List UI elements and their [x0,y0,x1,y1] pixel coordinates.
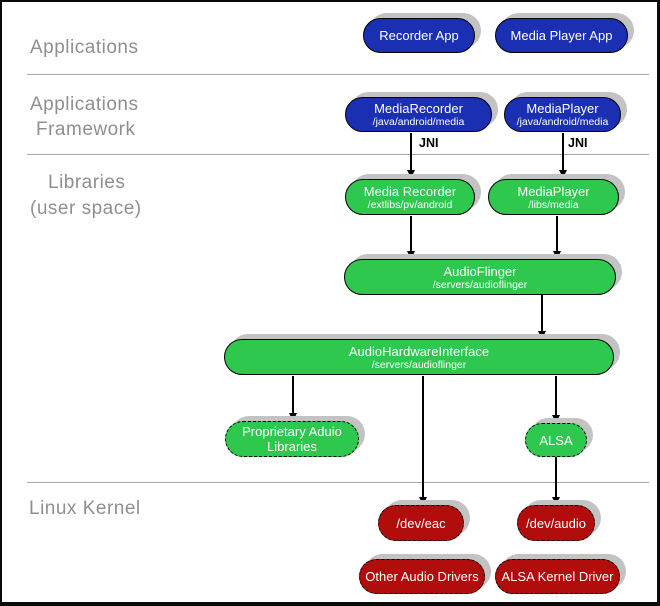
layer-label-libraries-line2: (user space) [30,198,142,219]
layer-label-framework-line2: Framework [36,119,136,140]
dev-audio-label: /dev/audio [526,515,586,531]
layer-label-applications: Applications [30,37,139,58]
layer-label-framework-line1: Applications [30,94,139,115]
alsa-label: ALSA [539,432,573,448]
arrow-ahi-alsa [555,376,557,423]
dev-audio-node: /dev/audio [517,505,595,541]
media-player-lib-label: MediaPlayer [517,183,590,199]
media-recorder-lib-path: /extlibs/pv/android [367,198,453,211]
arrow-recorderlib-audioflinger [410,216,412,259]
arrow-ahi-dev-eac [422,376,424,505]
media-recorder-framework-path: /java/android/media [372,116,465,128]
other-audio-drivers-node: Other Audio Drivers [359,559,485,594]
arrow-playerlib-audioflinger [556,216,558,259]
divider-kernel [27,482,649,483]
media-player-lib-node: MediaPlayer /libs/media [488,179,619,215]
proprietary-audio-libraries-line2: Libraries [267,439,317,454]
dev-eac-node: /dev/eac [378,505,464,541]
recorder-app-node: Recorder App [363,18,475,53]
layer-label-libraries-line1: Libraries [48,172,126,193]
divider-framework [27,154,649,155]
divider-applications [27,74,649,75]
arrow-audioflinger-ahi [541,295,543,339]
alsa-kernel-driver-node: ALSA Kernel Driver [495,559,620,594]
audioflinger-path: /servers/audioflinger [432,278,528,291]
media-player-lib-path: /libs/media [528,198,579,211]
audioflinger-label: AudioFlinger [443,263,517,279]
media-recorder-framework-node: MediaRecorder /java/android/media [345,97,492,132]
other-audio-drivers-label: Other Audio Drivers [365,569,479,584]
media-player-framework-path: /java/android/media [516,116,609,128]
media-recorder-lib-label: Media Recorder [363,183,457,199]
audio-hardware-interface-label: AudioHardwareInterface [348,343,490,359]
dev-eac-label: /dev/eac [396,515,446,531]
jni-label-left: JNI [419,136,439,150]
arrow-ahi-proprietary [292,376,294,421]
arrow-alsa-dev-audio [555,457,557,505]
media-recorder-lib-node: Media Recorder /extlibs/pv/android [345,179,475,215]
alsa-kernel-driver-label: ALSA Kernel Driver [501,569,614,584]
recorder-app-label: Recorder App [379,28,459,43]
proprietary-audio-libraries-line1: Proprietary Aduio [242,424,342,439]
media-player-framework-node: MediaPlayer /java/android/media [504,97,621,132]
layer-label-linux-kernel: Linux Kernel [29,498,141,519]
jni-label-right: JNI [568,136,588,150]
media-player-framework-label: MediaPlayer [526,101,599,116]
audio-hardware-interface-path: /servers/audioflinger [371,358,467,371]
arrow-mediaplayer-jni [562,133,564,178]
audioflinger-node: AudioFlinger /servers/audioflinger [344,259,616,295]
arrow-mediarecorder-jni [410,133,412,178]
alsa-node: ALSA [525,423,587,457]
media-player-app-label: Media Player App [510,28,613,43]
audio-hardware-interface-node: AudioHardwareInterface /servers/audiofli… [224,339,614,375]
proprietary-audio-libraries-node: Proprietary Aduio Libraries [225,421,359,457]
media-recorder-framework-label: MediaRecorder [374,101,463,116]
media-player-app-node: Media Player App [495,18,628,53]
